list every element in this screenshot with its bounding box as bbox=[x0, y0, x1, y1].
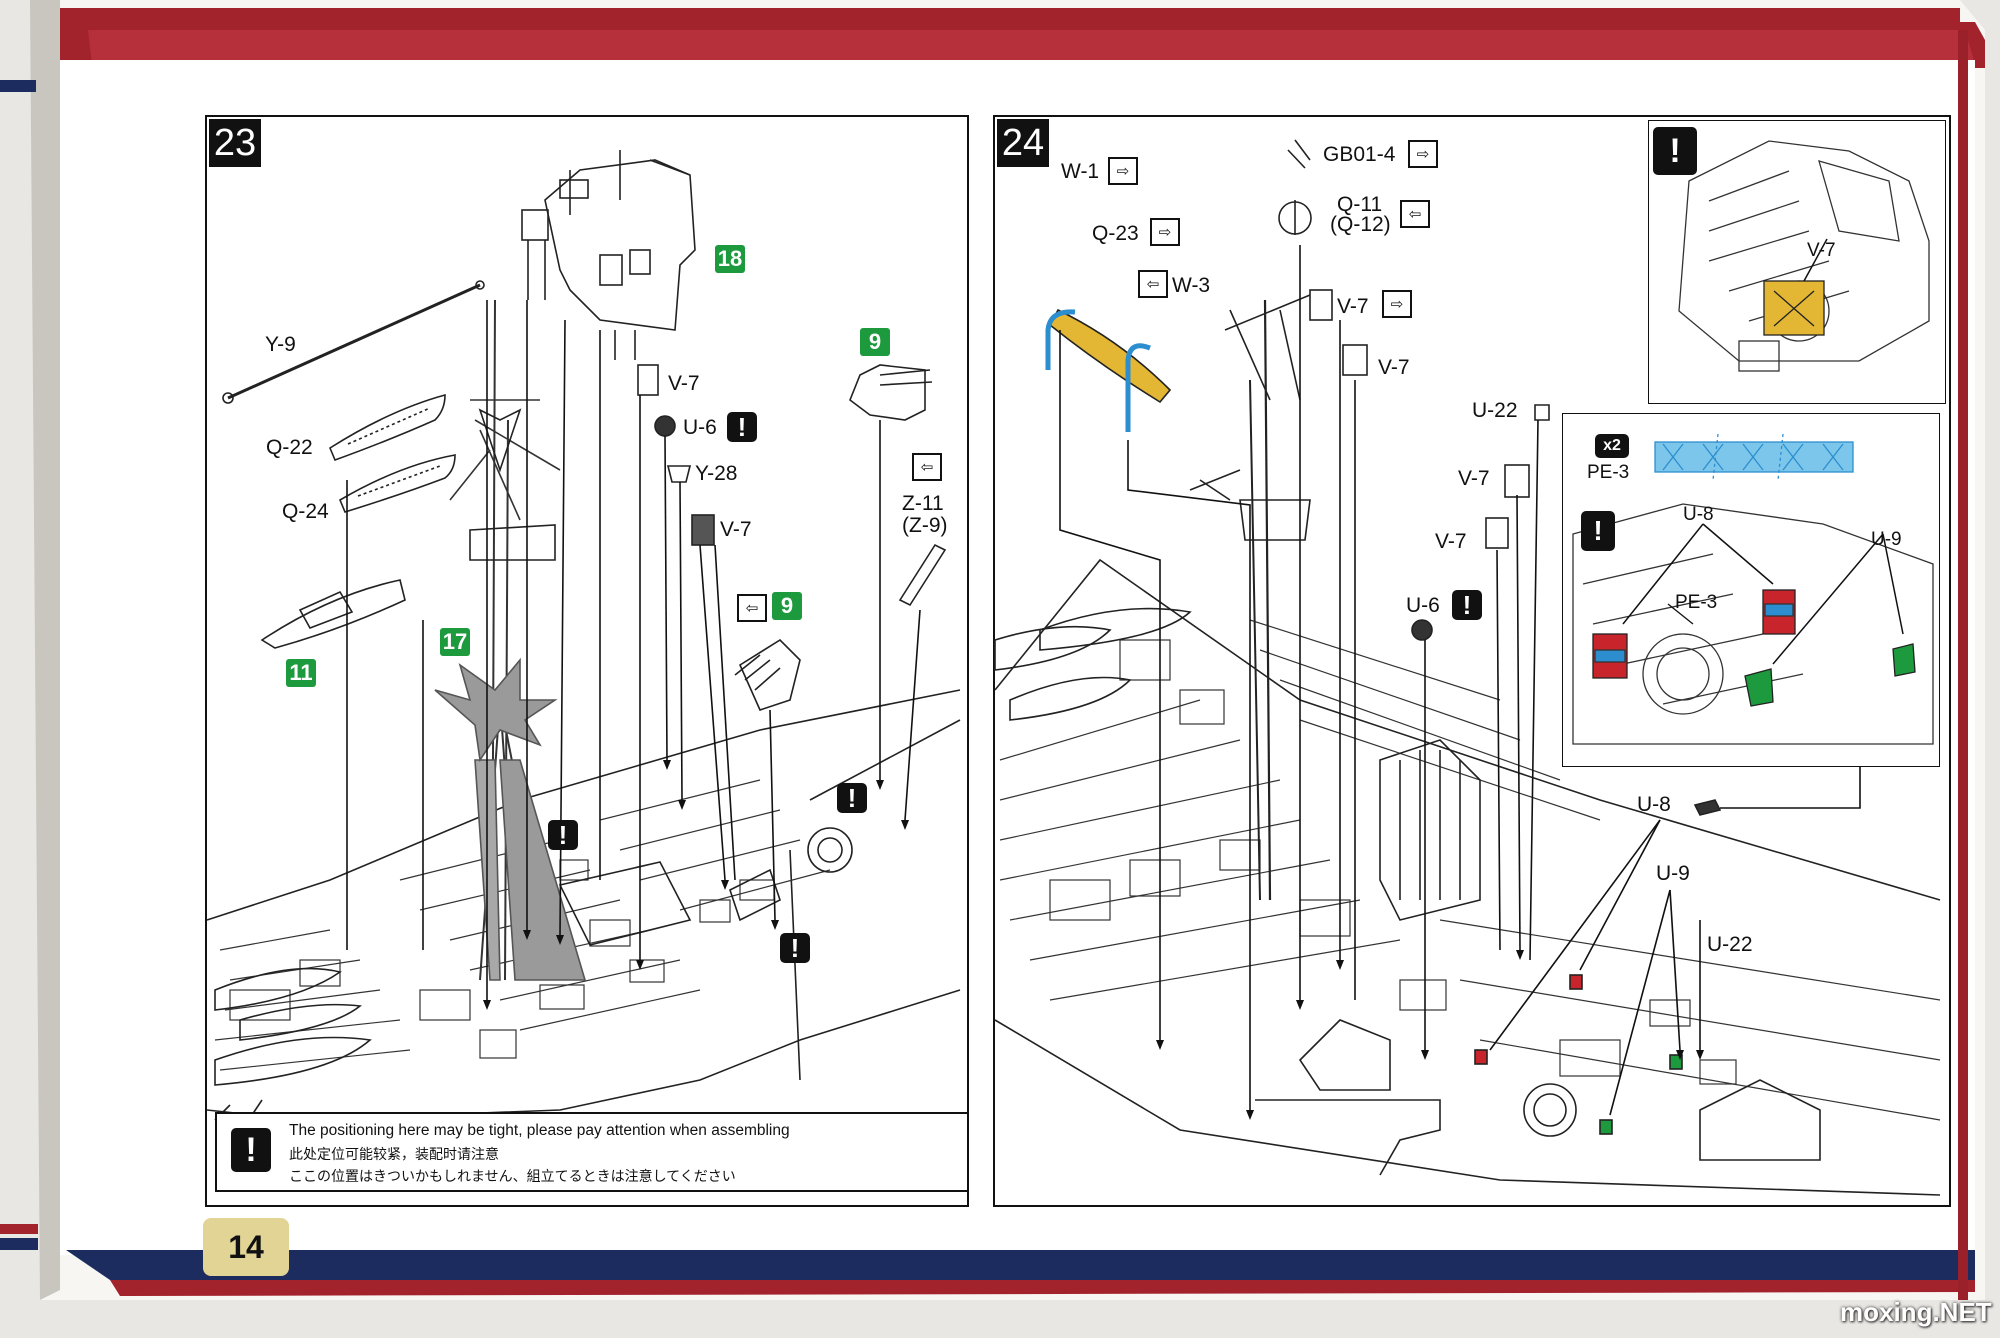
part-label-u6: U-6 bbox=[1406, 594, 1440, 617]
part-label-q24: Q-24 bbox=[282, 500, 329, 523]
inset-label-pe3: PE-3 bbox=[1587, 462, 1630, 483]
step-ref-9: 9 bbox=[860, 328, 890, 356]
part-label-v7: V-7 bbox=[668, 372, 700, 395]
warning-icon: ! bbox=[727, 412, 757, 442]
inset-label-u8: U-8 bbox=[1683, 504, 1714, 525]
note-english: The positioning here may be tight, pleas… bbox=[289, 1122, 790, 1139]
inset-illustration bbox=[1678, 140, 1930, 372]
part-label-v7: V-7 bbox=[1337, 295, 1369, 318]
part-label-v7: V-7 bbox=[1435, 530, 1467, 553]
inset-illustration bbox=[1572, 433, 1934, 745]
step-23-panel: 23 bbox=[205, 115, 969, 1207]
step-ref-18: 18 bbox=[715, 245, 745, 273]
part-label-u6: U-6 bbox=[683, 416, 717, 439]
part-label-y9: Y-9 bbox=[265, 333, 296, 356]
step-ref-11: 11 bbox=[286, 659, 316, 687]
part-label-q11: Q-11 bbox=[1337, 193, 1383, 216]
inset-label-pe3: PE-3 bbox=[1675, 592, 1718, 613]
note-chinese: 此处定位可能较紧，装配时请注意 bbox=[289, 1147, 499, 1163]
warning-icon: ! bbox=[231, 1128, 271, 1172]
inset-detail-pe3: x2 PE-3 U-8 U-9 PE-3 ! bbox=[1562, 413, 1940, 767]
part-label-v7: V-7 bbox=[720, 518, 752, 541]
warning-icon: ! bbox=[1581, 511, 1615, 551]
step-ref-9: 9 bbox=[772, 592, 802, 620]
inset-label-u9: U-9 bbox=[1871, 529, 1902, 550]
part-label-u8: U-8 bbox=[1637, 793, 1671, 816]
arrow-in-icon: ⇨ bbox=[1150, 218, 1180, 246]
multiplier-badge: x2 bbox=[1595, 434, 1629, 458]
step-number: 23 bbox=[209, 119, 261, 167]
page-number: 14 bbox=[203, 1218, 289, 1276]
part-label-gb01: GB01-4 bbox=[1323, 143, 1396, 166]
arrow-out-icon: ⇦ bbox=[912, 453, 942, 481]
part-label-v7: V-7 bbox=[1458, 467, 1490, 490]
arrow-out-icon: ⇦ bbox=[1400, 200, 1430, 228]
arrow-in-icon: ⇨ bbox=[1382, 290, 1412, 318]
part-label-z9: (Z-9) bbox=[902, 514, 948, 537]
step-ref-17: 17 bbox=[440, 628, 470, 656]
warning-icon: ! bbox=[548, 820, 578, 850]
part-label-z11: Z-11 bbox=[902, 492, 944, 515]
part-label-q23: Q-23 bbox=[1092, 222, 1139, 245]
part-label-u22: U-22 bbox=[1707, 933, 1753, 956]
part-label-u9: U-9 bbox=[1656, 862, 1690, 885]
part-label-q12: (Q-12) bbox=[1330, 213, 1391, 236]
warning-icon: ! bbox=[1452, 590, 1482, 620]
watermark: moxing.NET bbox=[1840, 1297, 1992, 1327]
warning-icon: ! bbox=[780, 933, 810, 963]
note-japanese: ここの位置はきついかもしれません、組立てるときは注意してください bbox=[289, 1169, 736, 1185]
inset-detail-v7: ! V-7 bbox=[1648, 120, 1946, 404]
part-label-w3: W-3 bbox=[1172, 274, 1211, 297]
part-label-v7: V-7 bbox=[1378, 356, 1410, 379]
part-label-w1: W-1 bbox=[1061, 160, 1100, 183]
part-label-u22: U-22 bbox=[1472, 399, 1518, 422]
assembly-note: ! The positioning here may be tight, ple… bbox=[215, 1112, 969, 1192]
warning-icon: ! bbox=[837, 783, 867, 813]
arrow-in-icon: ⇨ bbox=[1408, 140, 1438, 168]
part-label-q22: Q-22 bbox=[266, 436, 313, 459]
warning-icon: ! bbox=[1653, 127, 1697, 175]
inset-label-v7: V-7 bbox=[1807, 240, 1836, 261]
part-label-y28: Y-28 bbox=[695, 462, 738, 485]
arrow-out-icon: ⇦ bbox=[737, 594, 767, 622]
step-number: 24 bbox=[997, 119, 1049, 167]
navy-band bbox=[66, 1250, 1975, 1280]
arrow-in-icon: ⇨ bbox=[1108, 157, 1138, 185]
arrow-out-icon: ⇦ bbox=[1138, 270, 1168, 298]
